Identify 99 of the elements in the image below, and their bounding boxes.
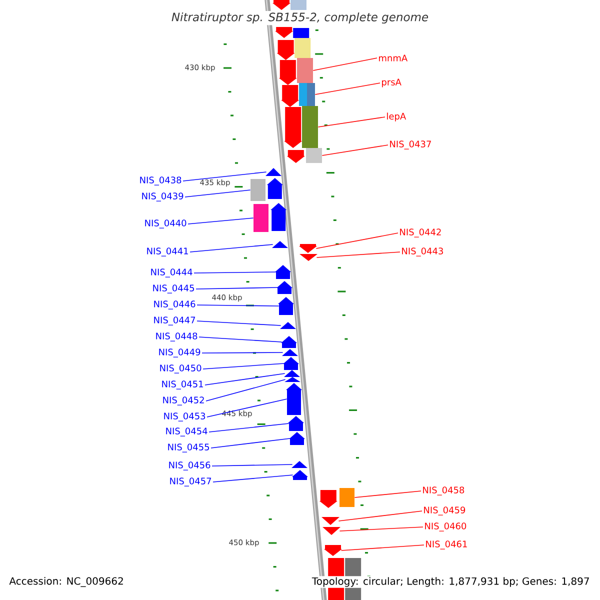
- gene-feature: [288, 416, 304, 431]
- footer-text: Accession: NC_009662: [9, 577, 123, 587]
- leader-line: [206, 379, 286, 402]
- leader-line: [318, 116, 386, 128]
- leader-line: [340, 544, 424, 551]
- category-box: [302, 106, 318, 148]
- leader-line: [196, 304, 280, 306]
- gene-label: NIS_0456: [169, 462, 210, 470]
- leader-line: [190, 244, 274, 252]
- gene-feature: [289, 432, 305, 445]
- leader-line: [206, 398, 288, 418]
- category-box: [293, 28, 310, 38]
- leader-line: [338, 510, 422, 522]
- category-box: [254, 204, 268, 232]
- gene-label: NIS_0452: [163, 396, 204, 406]
- leader-line: [202, 352, 284, 354]
- title: Nitratiruptor sp. SB155-2, complete genome: [170, 10, 430, 26]
- leader-line: [322, 144, 388, 156]
- gene-feature: [281, 336, 297, 348]
- leader-line: [316, 232, 398, 249]
- gene-label: NIS_0455: [168, 444, 209, 452]
- leader-line: [198, 336, 282, 342]
- footer-text: Topology: circular; Length: 1,877,931 bp; Genes: 1,897: [310, 576, 591, 588]
- gene-label: NIS_0440: [145, 220, 186, 228]
- gene-label: NIS_0442: [400, 228, 441, 238]
- category-box: [299, 83, 315, 106]
- leader-line: [354, 490, 422, 498]
- leader-line: [314, 82, 380, 95]
- gene-label: NIS_0449: [159, 348, 200, 358]
- leader-line: [204, 373, 286, 386]
- leader-line: [188, 218, 254, 224]
- leader-line: [210, 438, 290, 448]
- category-box: [250, 179, 266, 201]
- gene-label: lepA: [387, 112, 406, 122]
- gene-label: mnmA: [379, 54, 408, 62]
- gene-label: NIS_0439: [142, 192, 184, 202]
- gene-label: NIS_0458: [423, 486, 464, 496]
- gene-feature: [299, 244, 317, 253]
- leader-line: [312, 58, 378, 71]
- leader-line: [212, 474, 294, 482]
- leader-line: [212, 464, 293, 466]
- category-box: [290, 0, 306, 10]
- gene-feature: [275, 265, 291, 279]
- gene-feature: [282, 349, 298, 356]
- gene-label: NIS_0445: [153, 284, 194, 294]
- category-box: [297, 58, 313, 83]
- leader-line: [316, 252, 400, 258]
- gene-feature: [292, 461, 308, 468]
- gene-feature: [286, 150, 305, 163]
- gene-label: NIS_0457: [170, 478, 212, 486]
- gene-label: NIS_0446: [154, 300, 196, 310]
- gene-feature: [272, 0, 290, 10]
- gene-feature: [278, 297, 294, 315]
- gene-feature: [292, 470, 308, 480]
- gene-label: NIS_0447: [154, 316, 196, 326]
- gene-label: NIS_0441: [147, 248, 188, 256]
- category-box: [306, 148, 322, 163]
- gene-feature: [319, 490, 338, 508]
- gene-feature: [322, 517, 340, 525]
- category-box: [294, 38, 311, 58]
- gene-feature: [275, 27, 294, 38]
- gene-label: NIS_0443: [402, 248, 443, 256]
- gene-feature: [276, 40, 295, 60]
- gene-feature: [266, 178, 283, 199]
- gene-feature: [322, 527, 340, 535]
- gene-feature: [281, 85, 300, 107]
- gene-label: NIS_0451: [162, 380, 203, 390]
- leader-line: [339, 526, 424, 532]
- leader-line: [196, 320, 282, 326]
- leader-line: [184, 190, 251, 198]
- leader-line: [182, 172, 267, 182]
- gene-label: NIS_0438: [140, 176, 182, 186]
- gene-feature: [278, 60, 297, 85]
- gene-feature: [280, 322, 296, 329]
- gene-feature: [283, 357, 299, 370]
- gene-label: NIS_0448: [156, 332, 198, 342]
- gene-feature: [284, 370, 300, 377]
- gene-feature: [266, 168, 282, 176]
- gene-label: NIS_0460: [425, 522, 466, 532]
- gene-label: NIS_0453: [164, 412, 206, 422]
- gene-feature: [284, 107, 302, 148]
- gene-label: NIS_0450: [160, 364, 202, 374]
- leader-line: [194, 272, 276, 274]
- leader-line: [202, 363, 284, 370]
- leader-line: [208, 423, 290, 432]
- gene-feature: [284, 377, 300, 382]
- leader-line: [196, 287, 278, 290]
- gene-feature: [300, 254, 318, 261]
- gene-feature: [276, 281, 292, 294]
- gene-label: prsA: [382, 78, 402, 88]
- gene-feature: [270, 203, 287, 231]
- gene-label: NIS_0461: [426, 540, 467, 550]
- gene-label: NIS_0437: [390, 140, 431, 150]
- gene-feature: [324, 545, 342, 556]
- gene-label: NIS_0444: [151, 268, 192, 278]
- gene-label: NIS_0459: [424, 506, 466, 516]
- gene-feature: [272, 241, 288, 248]
- gene-label: NIS_0454: [166, 428, 208, 436]
- category-box: [340, 488, 354, 507]
